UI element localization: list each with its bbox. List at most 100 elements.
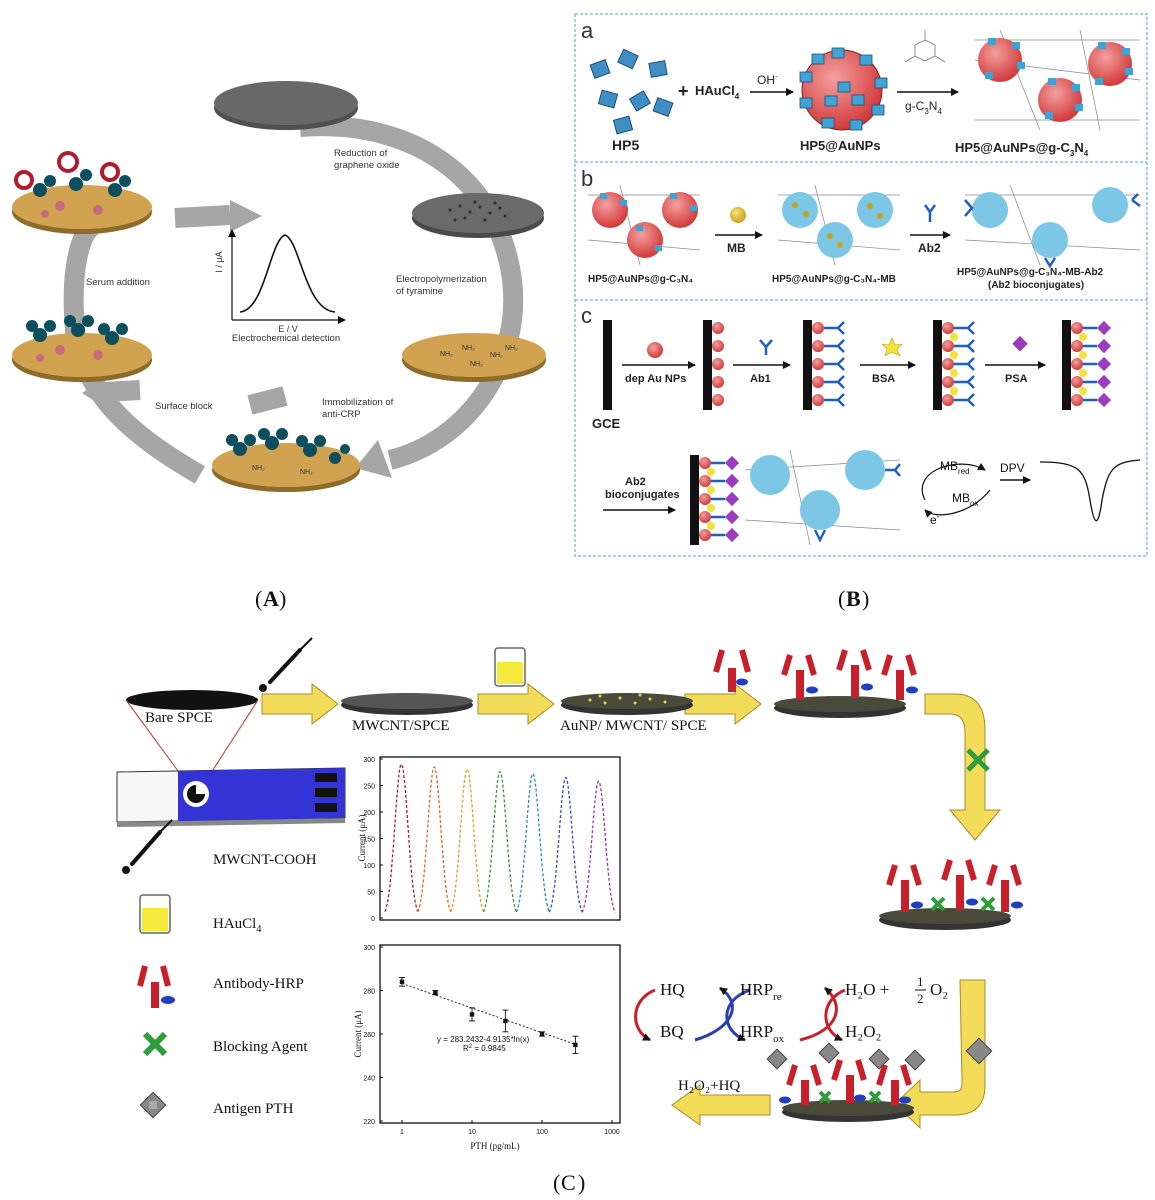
chart2-xtick-label: 10: [468, 1129, 476, 1136]
label-ab1: Ab1: [750, 373, 771, 385]
chart1-ytick-label: 150: [363, 837, 375, 844]
label-gce: GCE: [592, 416, 621, 431]
svg-text:MBox: MBox: [952, 491, 978, 508]
screen-printed-electrode: [116, 767, 346, 827]
svg-text:OH-: OH-: [757, 72, 778, 87]
panel-b: a b c HP5 + HAuCl4 OH-: [574, 13, 1148, 557]
chart2-ytick-label: 220: [363, 1119, 375, 1126]
label-o2: O₂: [930, 980, 948, 999]
cross-icon: [142, 1031, 168, 1057]
svg-text:R2 = 0.9845: R2 = 0.9845: [463, 1044, 506, 1053]
legend-label-3: Blocking Agent: [213, 1039, 308, 1055]
label-product: HP5@AuNPs@g-C: [955, 140, 1071, 155]
chart1-ytick-label: 200: [363, 810, 375, 817]
svg-text:): ): [279, 586, 286, 611]
antibody-array-final: [766, 1042, 926, 1105]
chart2-point: [503, 1018, 508, 1024]
antigen-icon-mid: [965, 1037, 993, 1065]
label-h2o2: H₂O₂: [845, 1022, 881, 1041]
legend-label-4: Antigen PTH: [213, 1101, 294, 1117]
svg-text:HP5@AuNPs@g-C3N4: HP5@AuNPs@g-C3N4: [955, 140, 1089, 158]
label-psa: PSA: [1005, 373, 1028, 385]
beaker-icon: [139, 894, 171, 934]
label-bq: BQ: [660, 1022, 684, 1041]
svg-text:NH₂: NH₂: [470, 361, 483, 368]
caption-a: A: [263, 586, 279, 611]
dropper-icon: [259, 637, 313, 692]
svg-text:g-C3N4: g-C3N4: [905, 99, 942, 116]
chart2-ytick-label: 260: [363, 1032, 375, 1039]
svg-text:HAuCl4: HAuCl4: [213, 916, 261, 935]
hp5-aunps-gcn-network: [974, 29, 1141, 131]
label-bare-spce: Bare SPCE: [145, 710, 213, 726]
cycle-arrow: [299, 116, 524, 470]
svg-text:e-: e-: [930, 512, 940, 527]
label-hp5: HP5: [612, 137, 639, 153]
svg-text:MBred: MBred: [940, 459, 970, 476]
hp5-macrocycles: [589, 48, 674, 135]
chart2-point: [539, 1031, 545, 1037]
label-hrpre: HRP: [740, 980, 773, 999]
dropper-icon: [122, 819, 173, 874]
svg-text:HRPox: HRPox: [740, 1022, 785, 1045]
svg-text:NH₂: NH₂: [252, 465, 265, 472]
label-haucl4: HAuCl: [695, 83, 735, 98]
label-h2o2-hq: H₂O₂+HQ: [678, 1078, 740, 1094]
label-mbred: MB: [940, 459, 958, 473]
b-middle-network: [777, 184, 901, 266]
antibody-hrp-top: [713, 649, 751, 692]
detection-inset: [228, 229, 346, 324]
chart1-ytick-label: 100: [363, 863, 375, 870]
caption-b: B: [846, 586, 861, 611]
label-mwcnt-spce: MWCNT/SPCE: [352, 718, 450, 734]
chart2-point: [399, 979, 405, 984]
legend: MWCNT-COOH HAuCl4 Antibody-HRP Blocking …: [122, 819, 317, 1119]
svg-text:+: +: [678, 81, 689, 101]
label-oh: OH: [757, 73, 775, 87]
chart2-xtick-label: 1: [400, 1129, 404, 1136]
chart1-series-6: [581, 780, 616, 913]
legend-label-1: HAuCl: [213, 916, 256, 932]
svg-text:): ): [578, 1170, 585, 1195]
svg-text:NH₂: NH₂: [462, 345, 475, 352]
svg-text:NH₂: NH₂: [440, 351, 453, 358]
label-mbox: MB: [952, 491, 970, 505]
chart1-ylabel: Current (μA): [357, 814, 367, 861]
label-b-middle: HP5@AuNPs@g-C₃N₄-MB: [772, 274, 896, 285]
cross-icon-mid: [966, 748, 990, 772]
label-hrpox: HRP: [740, 1022, 773, 1041]
sub-letter-a: a: [581, 18, 594, 43]
c-bioconjugate-network: [744, 449, 901, 546]
chart2-fit-line: [401, 982, 576, 1045]
caption-c: C: [561, 1170, 576, 1195]
label-hp5-aunps: HP5@AuNPs: [800, 138, 881, 153]
inset-xlabel: E / V: [278, 324, 298, 334]
bare-spce-disk: [126, 690, 258, 710]
hp5-aunp-particle: [799, 47, 888, 131]
svg-text:(: (: [838, 586, 845, 611]
label-eminus: e: [930, 513, 937, 527]
label-b-right: HP5@AuNPs@g-C₃N₄-MB-Ab2: [957, 267, 1104, 278]
crp-antigen: [14, 151, 120, 190]
label-ab2: Ab2: [918, 241, 941, 255]
chart2-ylabel: Current (μA): [353, 1010, 363, 1057]
panel-c: Bare SPCE MWCNT/SP: [116, 637, 1023, 1151]
chart2-ytick-label: 300: [363, 945, 375, 952]
antigen-icon: [139, 1091, 167, 1119]
svg-text:): ): [862, 586, 869, 611]
reaction-scheme: [634, 986, 846, 1042]
chart2-point: [469, 1012, 475, 1017]
label-half-den: 2: [917, 991, 924, 1006]
label-ab2-bioconj: Ab2: [625, 476, 646, 488]
inset-ylabel: I / μA: [214, 251, 224, 272]
legend-label-0: MWCNT-COOH: [213, 852, 317, 868]
cycle-arrow: [174, 205, 231, 228]
chart1-ytick-label: 0: [371, 916, 375, 923]
inset-caption: Electrochemical detection: [232, 333, 340, 344]
